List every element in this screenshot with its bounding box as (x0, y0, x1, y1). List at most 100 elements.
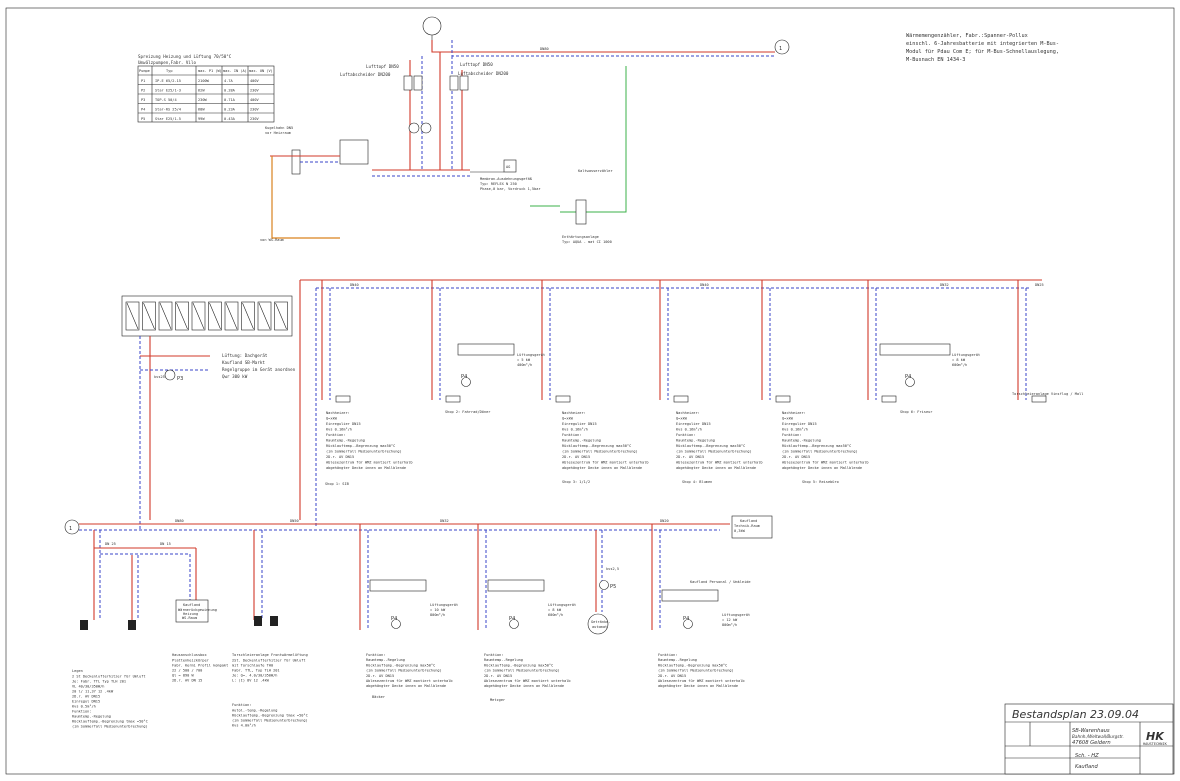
legend-line: Rücklauftemp.-Begrenzung tmax =50°C (232, 714, 308, 718)
nachheizer-text: (im Sommerfall Medienunterbrechung) (676, 450, 752, 454)
air-separator-1 (403, 75, 413, 91)
th-pumpe: Pumpe (139, 69, 150, 73)
lower-function-text: 2D.r. AV DN15 (484, 674, 512, 678)
unit-heater-1 (80, 620, 88, 630)
lower-function-text: Ablesezentrum für WMZ montiert unterhalb (484, 679, 571, 683)
shop3-label: Shop 3: 1/1/2 (562, 480, 590, 484)
legend-title: Funktion: (232, 703, 251, 707)
heat-generator-icon (422, 16, 442, 36)
lower-function-text: Raumtemp.-Regelung (366, 658, 405, 662)
softener-icon (575, 199, 587, 225)
lg1-label: Lüftungsgerät (517, 353, 545, 357)
ahu-section-hatch (242, 302, 254, 330)
air-separator-2 (413, 75, 423, 91)
pump-table-cell: 230V (250, 108, 259, 112)
heat-meter-icon (335, 395, 351, 403)
von-ws-label: von WS-Raum (260, 238, 284, 242)
shop1-label: Shop 1: SIB (325, 482, 349, 486)
ahu-section-hatch (192, 302, 205, 330)
metzger-label: Metzger (490, 698, 506, 702)
pump-table-cell: 230W (198, 98, 207, 102)
lg2b-label: = 8 kW (952, 358, 966, 362)
pump-p4-shop2-label: P4 (461, 374, 467, 380)
lg1c-label: 400m³/h (517, 363, 532, 367)
lower-function-text: Funktion: (658, 653, 677, 657)
lower-ahu-label: = 10 kW (430, 608, 446, 612)
nachheizer-text: Einregulier DN15 (782, 422, 817, 426)
legend-line: Ql = 890 W (172, 674, 194, 678)
kaufland-tech-box (731, 515, 773, 539)
nachheizer-text: Raumtemp.-Regelung (562, 439, 601, 443)
nachheizer-text: 2D.r. AV DN15 (782, 455, 810, 459)
getr2-label: automat (592, 625, 607, 629)
lower-function-text: abgehängter Decke innen an Mallblende (658, 684, 738, 688)
dirt-separator-icon (291, 149, 301, 175)
kaufland-wr-label: Kaufland (183, 603, 200, 607)
nachheizer-text: Ablesezentrum für WMZ montiert unterhalb (326, 461, 413, 465)
lower-function-text: Funktion: (484, 653, 503, 657)
nachheizer-text: abgehängter Decke innen an Mallblende (326, 466, 406, 470)
lower-ahu-label: 800m³/h (430, 613, 445, 617)
kugelhahn-2-label: vor Heizraum (265, 131, 291, 135)
lower-ahu-box (661, 589, 719, 602)
pump-table-cell: 230V (250, 117, 259, 121)
legend-line: Einregul DN15 (72, 700, 100, 704)
nachheizer-text: Funktion: (326, 433, 345, 437)
project-line-2: Bahnh./Weltwall/Burgstr. (1072, 734, 1124, 739)
door-curtain-1 (254, 616, 262, 626)
torluft-label: Torschleieranlage Vinsflug / Mall (1012, 392, 1083, 396)
legend-line: Je: Q=. 4.0/30/350W/h (232, 674, 277, 678)
ahu-shop2 (457, 343, 515, 356)
membran-3-label: Phase,0 bar, Vordruck 1,5bar (480, 187, 541, 191)
lower-ahu-label: Lüftungsgerät (722, 613, 750, 617)
lg2c-label: 600m³/h (952, 363, 967, 367)
lower-dn25-label: DN 25 (105, 542, 116, 546)
lower-dn32-label: DN32 (440, 519, 449, 523)
note-line-4: M-Busnach EN 1434-3 (906, 57, 965, 63)
ahu-section-hatch (176, 302, 188, 330)
roof-ventilation-unit: Lüftung: Dachgerät Kaufland SB-Markt Reg… (121, 295, 296, 530)
nachheizer-text: 2D.r. AV DN15 (676, 455, 704, 459)
ahu-shop6 (879, 343, 951, 356)
lower-function-text: abgehängter Decke innen an Mallblende (484, 684, 564, 688)
kaltwasser-label: Kaltwasserzähler (578, 169, 613, 173)
note-line-1: Wärmemengenzähler, Fabr.:Spanner-Pollux (906, 33, 1028, 39)
hk-logo-sub: HAUSTECHNIK (1143, 742, 1168, 746)
pump-table-cell: 0.23A (224, 108, 236, 112)
ahu-section-hatch (209, 302, 221, 330)
lower-dn15-label: DN 15 (160, 542, 171, 546)
pump-table-cell: 400V (250, 98, 259, 102)
lower-dn80-label: DN80 (175, 519, 184, 523)
nachheizer-text: abgehängter Decke innen an Mallblende (676, 466, 756, 470)
dn80-top-label: DN80 (540, 47, 549, 51)
nachheizer-text: Rücklauftemp.-Begrenzung max50°C (782, 444, 851, 448)
lg1b-label: = 5 kW (517, 358, 531, 362)
legend-line: (im Sommerfall Medienunterbrechung) (72, 725, 148, 729)
pump-p4-shop6-icon (905, 377, 915, 387)
nachheizer-text: Rücklauftemp.-Begrenzung max50°C (326, 444, 395, 448)
legend-line: Fabr. TTL, Typ TLH 201 (232, 669, 280, 673)
nachheizer-text: Raumtemp.-Regelung (326, 439, 365, 443)
nachheizer-text: Einregulier DN15 (676, 422, 711, 426)
pump-p4-icon (391, 619, 401, 629)
nachheizer-text: (im Sommerfall Medienunterbrechung) (326, 450, 402, 454)
nachheizer-text: Rücklauftemp.-Begrenzung max50°C (562, 444, 631, 448)
lower-function-text: Raumtemp.-Regelung (484, 658, 523, 662)
pump-p3-icon (164, 369, 176, 381)
pump-table-cell: 99W (198, 117, 205, 121)
nachheizer-text: Nachheizer: (782, 411, 806, 415)
pump-p4-icon (683, 619, 693, 629)
legend-line: 20 l/ 11,37 12 .4kW (72, 690, 114, 694)
th-in: max. IN (A) (223, 69, 247, 73)
nachheizer-text: 2D.r. AV DN15 (562, 455, 590, 459)
lower-ahu-box (369, 579, 427, 592)
ahu-section-hatch (159, 302, 172, 330)
upper-dn25-label: DN25 (1035, 283, 1044, 287)
th-p1: max. P1 (W) (198, 69, 222, 73)
title-block: Bestandsplan 23.09.04 SB-Warenhaus Bahnh… (1004, 703, 1174, 775)
nachheizer-text: Nachheizer: (326, 411, 350, 415)
nachheizer-text: Ablesezentrum für WMZ montiert unterhalb (782, 461, 869, 465)
lower-function-text: Ablesezentrum für WMZ montiert unterhalb (366, 679, 453, 683)
luftung-title: Lüftung: Dachgerät (222, 353, 268, 358)
